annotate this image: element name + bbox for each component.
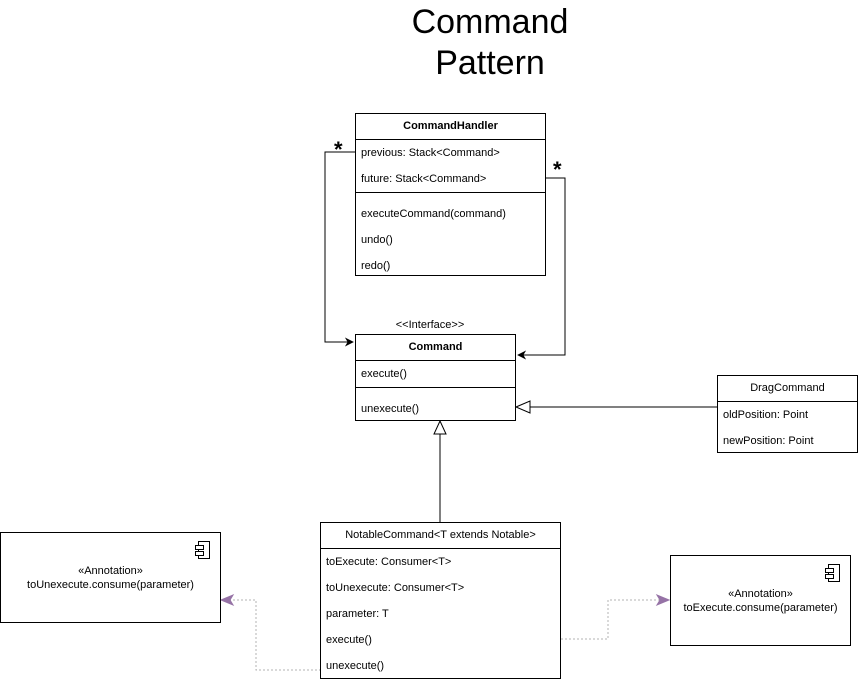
interface-command-name: Command — [356, 335, 515, 361]
class-dragcommand[interactable]: DragCommand oldPosition: Point newPositi… — [717, 375, 858, 453]
class-notablecommand[interactable]: NotableCommand<T extends Notable> toExec… — [320, 522, 561, 679]
annotation-tounexecute-stereotype: «Annotation» — [78, 565, 143, 577]
class-dragcommand-name: DragCommand — [718, 376, 857, 402]
attribute-future: future: Stack<Command> — [361, 173, 487, 185]
method-execute: execute() — [361, 368, 407, 380]
title-line-1: Command — [411, 3, 569, 41]
multiplicity-previous: * — [334, 137, 343, 162]
method-undo: undo() — [361, 234, 393, 246]
component-icon — [825, 564, 840, 582]
component-icon — [195, 541, 210, 559]
method-executecommand: executeCommand(command) — [361, 208, 506, 220]
class-commandhandler-name: CommandHandler — [356, 114, 545, 140]
dependency-left-arrowhead — [219, 593, 235, 607]
class-notablecommand-name: NotableCommand<T extends Notable> — [321, 523, 560, 549]
attribute-previous: previous: Stack<Command> — [361, 147, 500, 159]
diagram-title: Command Pattern — [380, 2, 600, 84]
annotation-tounexecute-text: toUnexecute.consume(parameter) — [27, 579, 194, 591]
annotation-toexecute-stereotype: «Annotation» — [728, 588, 793, 600]
attribute-oldposition: oldPosition: Point — [723, 409, 808, 421]
annotation-tounexecute[interactable]: «Annotation» toUnexecute.consume(paramet… — [0, 532, 221, 623]
association-future-line — [517, 177, 566, 360]
attribute-newposition: newPosition: Point — [723, 435, 814, 447]
attribute-parameter: parameter: T — [326, 608, 389, 620]
realization-dragcommand-arrowhead — [514, 400, 531, 414]
realization-notablecommand-arrowhead — [433, 419, 447, 435]
class-commandhandler-divider — [356, 192, 545, 201]
attribute-toexecute: toExecute: Consumer<T> — [326, 556, 452, 568]
interface-command[interactable]: Command execute() unexecute() — [355, 334, 516, 421]
attribute-tounexecute: toUnexecute: Consumer<T> — [326, 582, 465, 594]
class-commandhandler[interactable]: CommandHandler previous: Stack<Command> … — [355, 113, 546, 276]
title-line-2: Pattern — [435, 44, 545, 82]
interface-command-divider — [356, 387, 515, 396]
method-execute-notable: execute() — [326, 634, 372, 646]
multiplicity-future: * — [553, 157, 562, 182]
dependency-right-arrowhead — [655, 593, 671, 607]
annotation-toexecute-text: toExecute.consume(parameter) — [683, 602, 838, 614]
method-unexecute: unexecute() — [361, 403, 420, 415]
method-unexecute-notable: unexecute() — [326, 660, 385, 672]
method-redo: redo() — [361, 260, 391, 272]
command-stereotype: <<Interface>> — [395, 319, 465, 331]
dependency-right-line — [561, 599, 660, 640]
association-previous-line — [324, 151, 356, 347]
dependency-left-line — [223, 599, 321, 671]
annotation-toexecute[interactable]: «Annotation» toExecute.consume(parameter… — [670, 555, 851, 646]
